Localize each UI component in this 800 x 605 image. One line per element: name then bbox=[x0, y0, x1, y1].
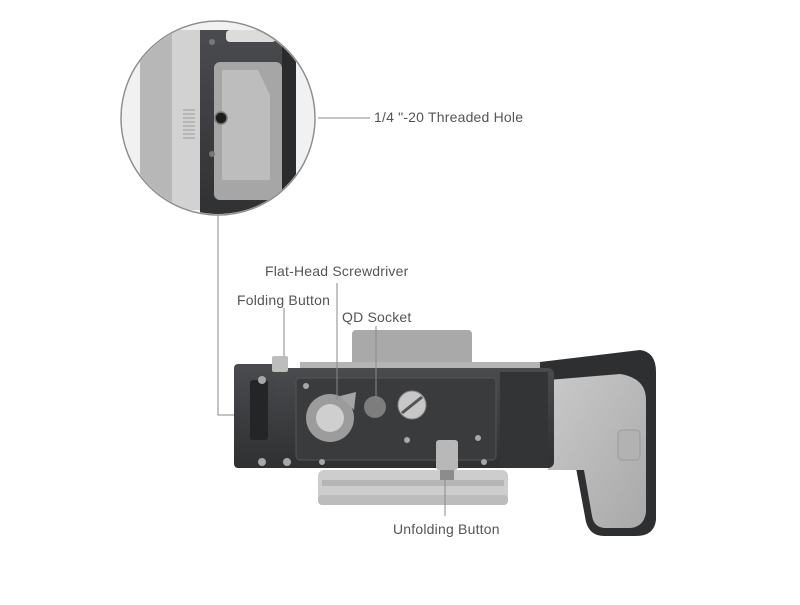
cage-folding-side bbox=[234, 356, 288, 468]
threaded-hole-label: 1/4 "-20 Threaded Hole bbox=[374, 109, 524, 125]
camera-grip bbox=[540, 350, 656, 536]
qd-socket bbox=[364, 396, 386, 418]
flat-head-screwdriver-label: Flat-Head Screwdriver bbox=[265, 263, 409, 279]
zoom-connector-line bbox=[217, 215, 240, 416]
unfolding-button bbox=[436, 440, 458, 480]
mounting-screw bbox=[397, 390, 427, 420]
flat-head-screwdriver bbox=[306, 392, 356, 442]
qd-socket-label: QD Socket bbox=[342, 309, 412, 325]
zoom-detail-circle bbox=[120, 20, 370, 216]
folding-button-label: Folding Button bbox=[237, 292, 331, 308]
cage-bottom-plate bbox=[254, 368, 554, 468]
unfolding-button-label: Unfolding Button bbox=[393, 521, 500, 537]
cage-screws bbox=[258, 376, 487, 466]
leader-lines bbox=[283, 283, 446, 516]
